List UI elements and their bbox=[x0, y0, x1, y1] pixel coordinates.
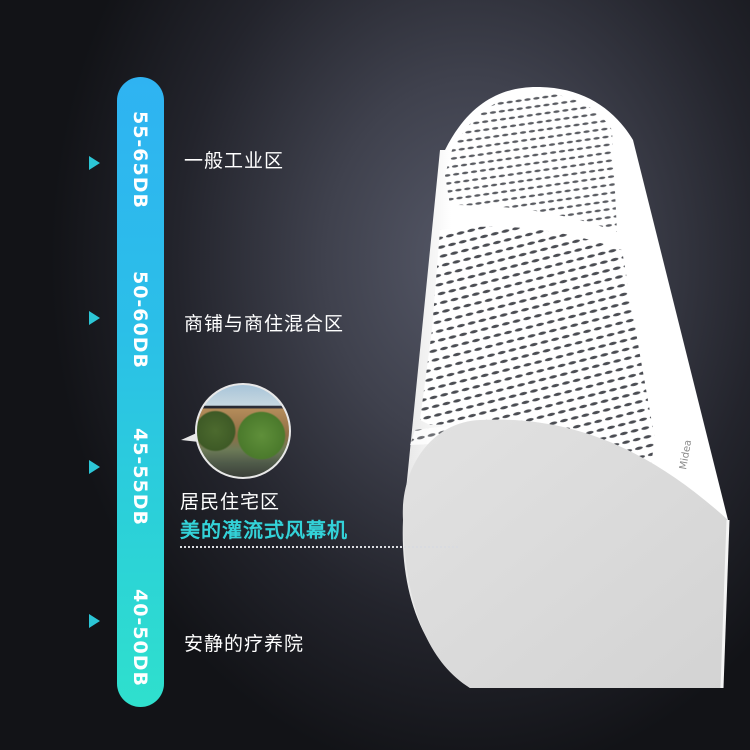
speech-bubble-tail bbox=[181, 432, 199, 442]
triangle-marker-icon bbox=[89, 156, 100, 170]
product-name: 美的灌流式风幕机 bbox=[180, 518, 348, 542]
triangle-marker-icon bbox=[89, 614, 100, 628]
midea-logo: Midea bbox=[678, 439, 694, 471]
triangle-marker-icon bbox=[89, 460, 100, 474]
perforated-grille-lower bbox=[420, 226, 655, 470]
perforated-grille-upper bbox=[445, 93, 617, 232]
zone-label-sanatorium: 安静的疗养院 bbox=[184, 633, 305, 655]
zone-label-residential: 居民住宅区 bbox=[180, 491, 281, 513]
zone-label-commercial: 商铺与商住混合区 bbox=[184, 313, 345, 335]
air-curtain-endcap bbox=[402, 419, 728, 688]
zone-label-industrial: 一般工业区 bbox=[184, 150, 285, 172]
decibel-scale-bar: 55-65DB 50-60DB 45-55DB 40-50DB bbox=[117, 77, 164, 707]
residential-building-photo bbox=[195, 383, 291, 479]
triangle-marker-icon bbox=[89, 311, 100, 325]
dotted-pointer-line bbox=[180, 546, 458, 548]
